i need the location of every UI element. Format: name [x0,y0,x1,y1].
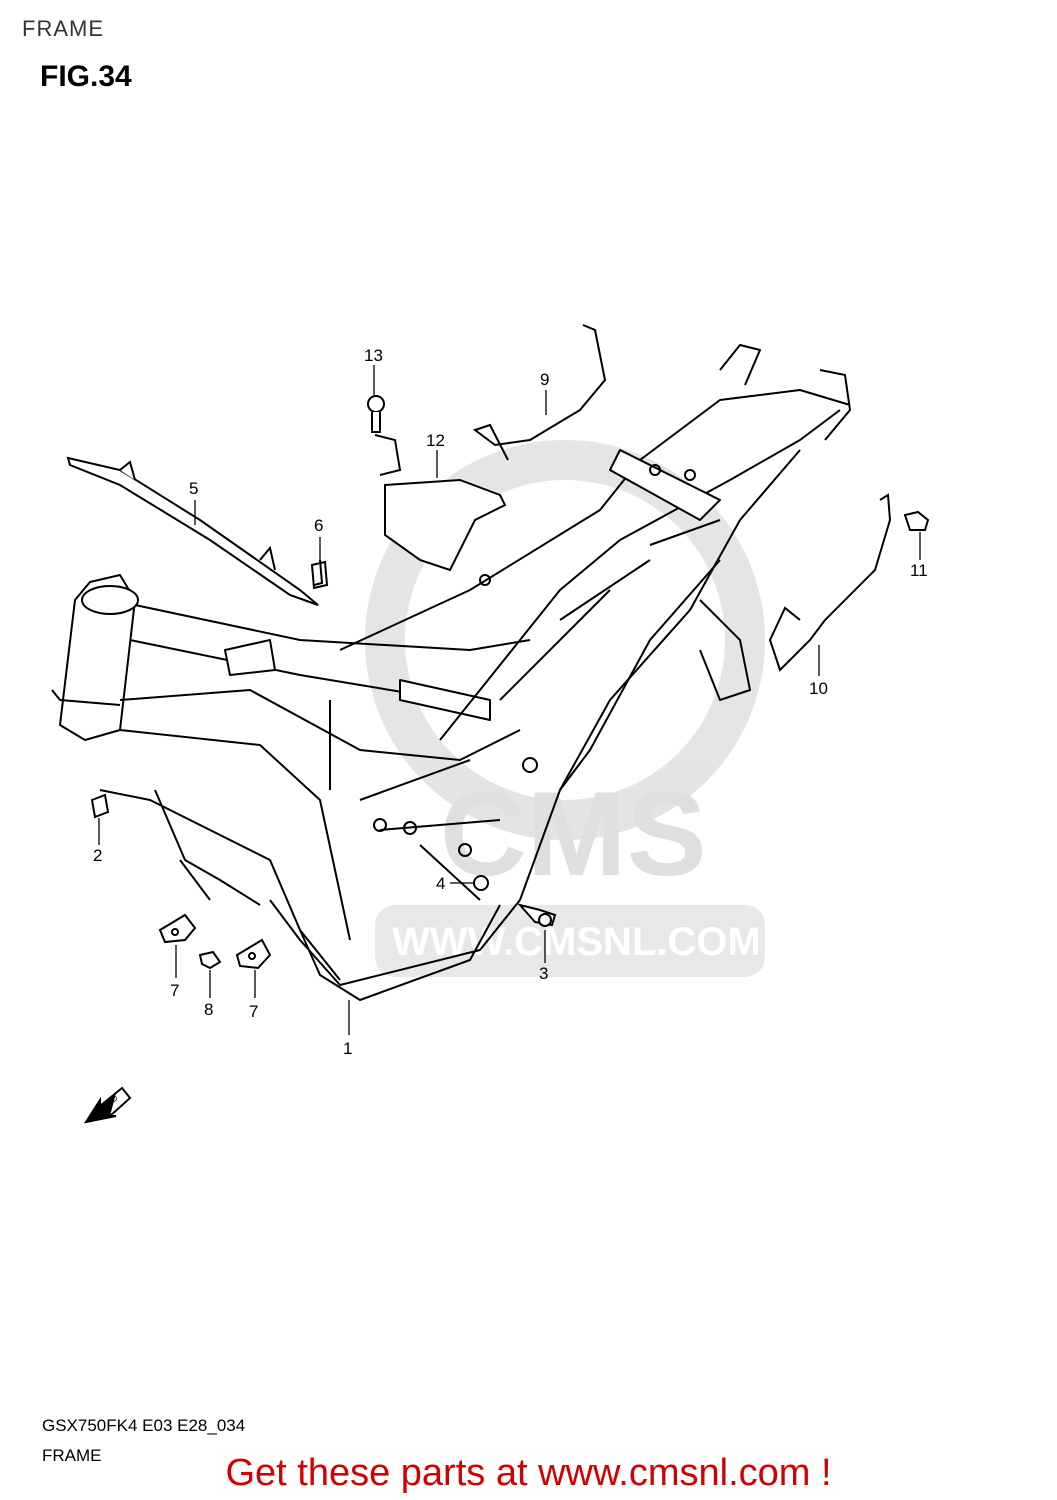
callout-3: 3 [539,964,548,983]
callout-5: 5 [189,479,198,498]
part-3-bolt [517,903,557,927]
part-10-bracket [768,493,892,672]
callout-10: 10 [809,679,828,698]
callout-11: 11 [910,561,928,580]
promo-link[interactable]: Get these parts at www.cmsnl.com ! [225,1452,832,1494]
part-7-plate-right [235,938,272,970]
part-12-plate [374,434,507,572]
part-6-bolt [310,559,329,590]
leader-lines [98,365,921,1035]
header-label: FRAME [22,16,104,41]
figure-title: FIG.34 [40,60,132,93]
part-5-stay [66,456,319,606]
callout-labels: 1 2 3 4 5 6 7 7 8 9 10 11 12 13 [93,346,928,1058]
callout-9: 9 [540,370,549,389]
callout-13: 13 [364,346,383,365]
part-2-bolt [90,793,110,819]
footer-section-name: FRAME [42,1446,102,1465]
part-11-bolt [903,510,930,531]
footer-diagram-code: GSX750FK4 E03 E28_034 [42,1416,246,1435]
callout-6: 6 [314,516,323,535]
part-13-bolt [367,395,385,433]
part-9-bracket [472,324,607,461]
callout-1: 1 [343,1039,352,1058]
part-8-bolt [198,950,222,970]
callout-2: 2 [93,846,102,865]
callout-8: 8 [204,1000,213,1019]
part-4-nut [473,875,489,891]
frame-drawing [51,344,851,1001]
callout-4: 4 [436,874,445,893]
callout-7-right: 7 [249,1002,258,1021]
callout-7-left: 7 [170,981,179,1000]
callout-12: 12 [426,431,445,450]
part-7-plate-left [158,913,197,944]
fwd-arrow-icon: FWD [83,1086,132,1124]
